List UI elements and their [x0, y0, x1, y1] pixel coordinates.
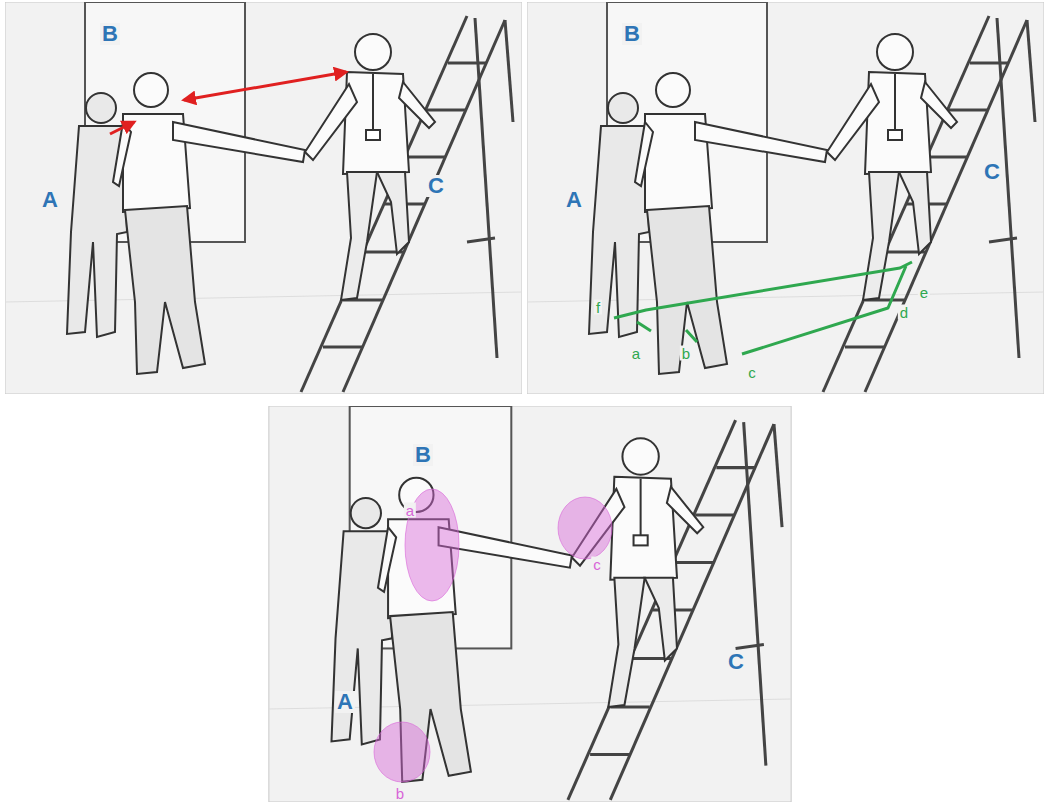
zone-label: a [404, 503, 416, 518]
person-label: C [426, 175, 446, 197]
point-label: d [898, 305, 910, 320]
person-label: C [726, 651, 746, 673]
zone-label: b [394, 786, 406, 801]
point-label: a [630, 346, 642, 361]
contact-zones [374, 489, 612, 782]
photo-panel [5, 2, 522, 394]
support-lines [614, 262, 912, 354]
person-label: B [413, 444, 433, 466]
photo-panel [527, 2, 1044, 394]
person-label: A [40, 189, 60, 211]
person-label: B [622, 23, 642, 45]
person-label: C [982, 161, 1002, 183]
zone-label: c [591, 557, 603, 572]
person-label: A [564, 189, 584, 211]
point-label: f [594, 300, 602, 315]
point-label: b [680, 346, 692, 361]
point-label: e [918, 285, 930, 300]
person-label: A [335, 691, 355, 713]
person-label: B [100, 23, 120, 45]
point-label: c [746, 365, 758, 380]
force-arrows [110, 72, 346, 134]
photo-panel [269, 406, 791, 802]
